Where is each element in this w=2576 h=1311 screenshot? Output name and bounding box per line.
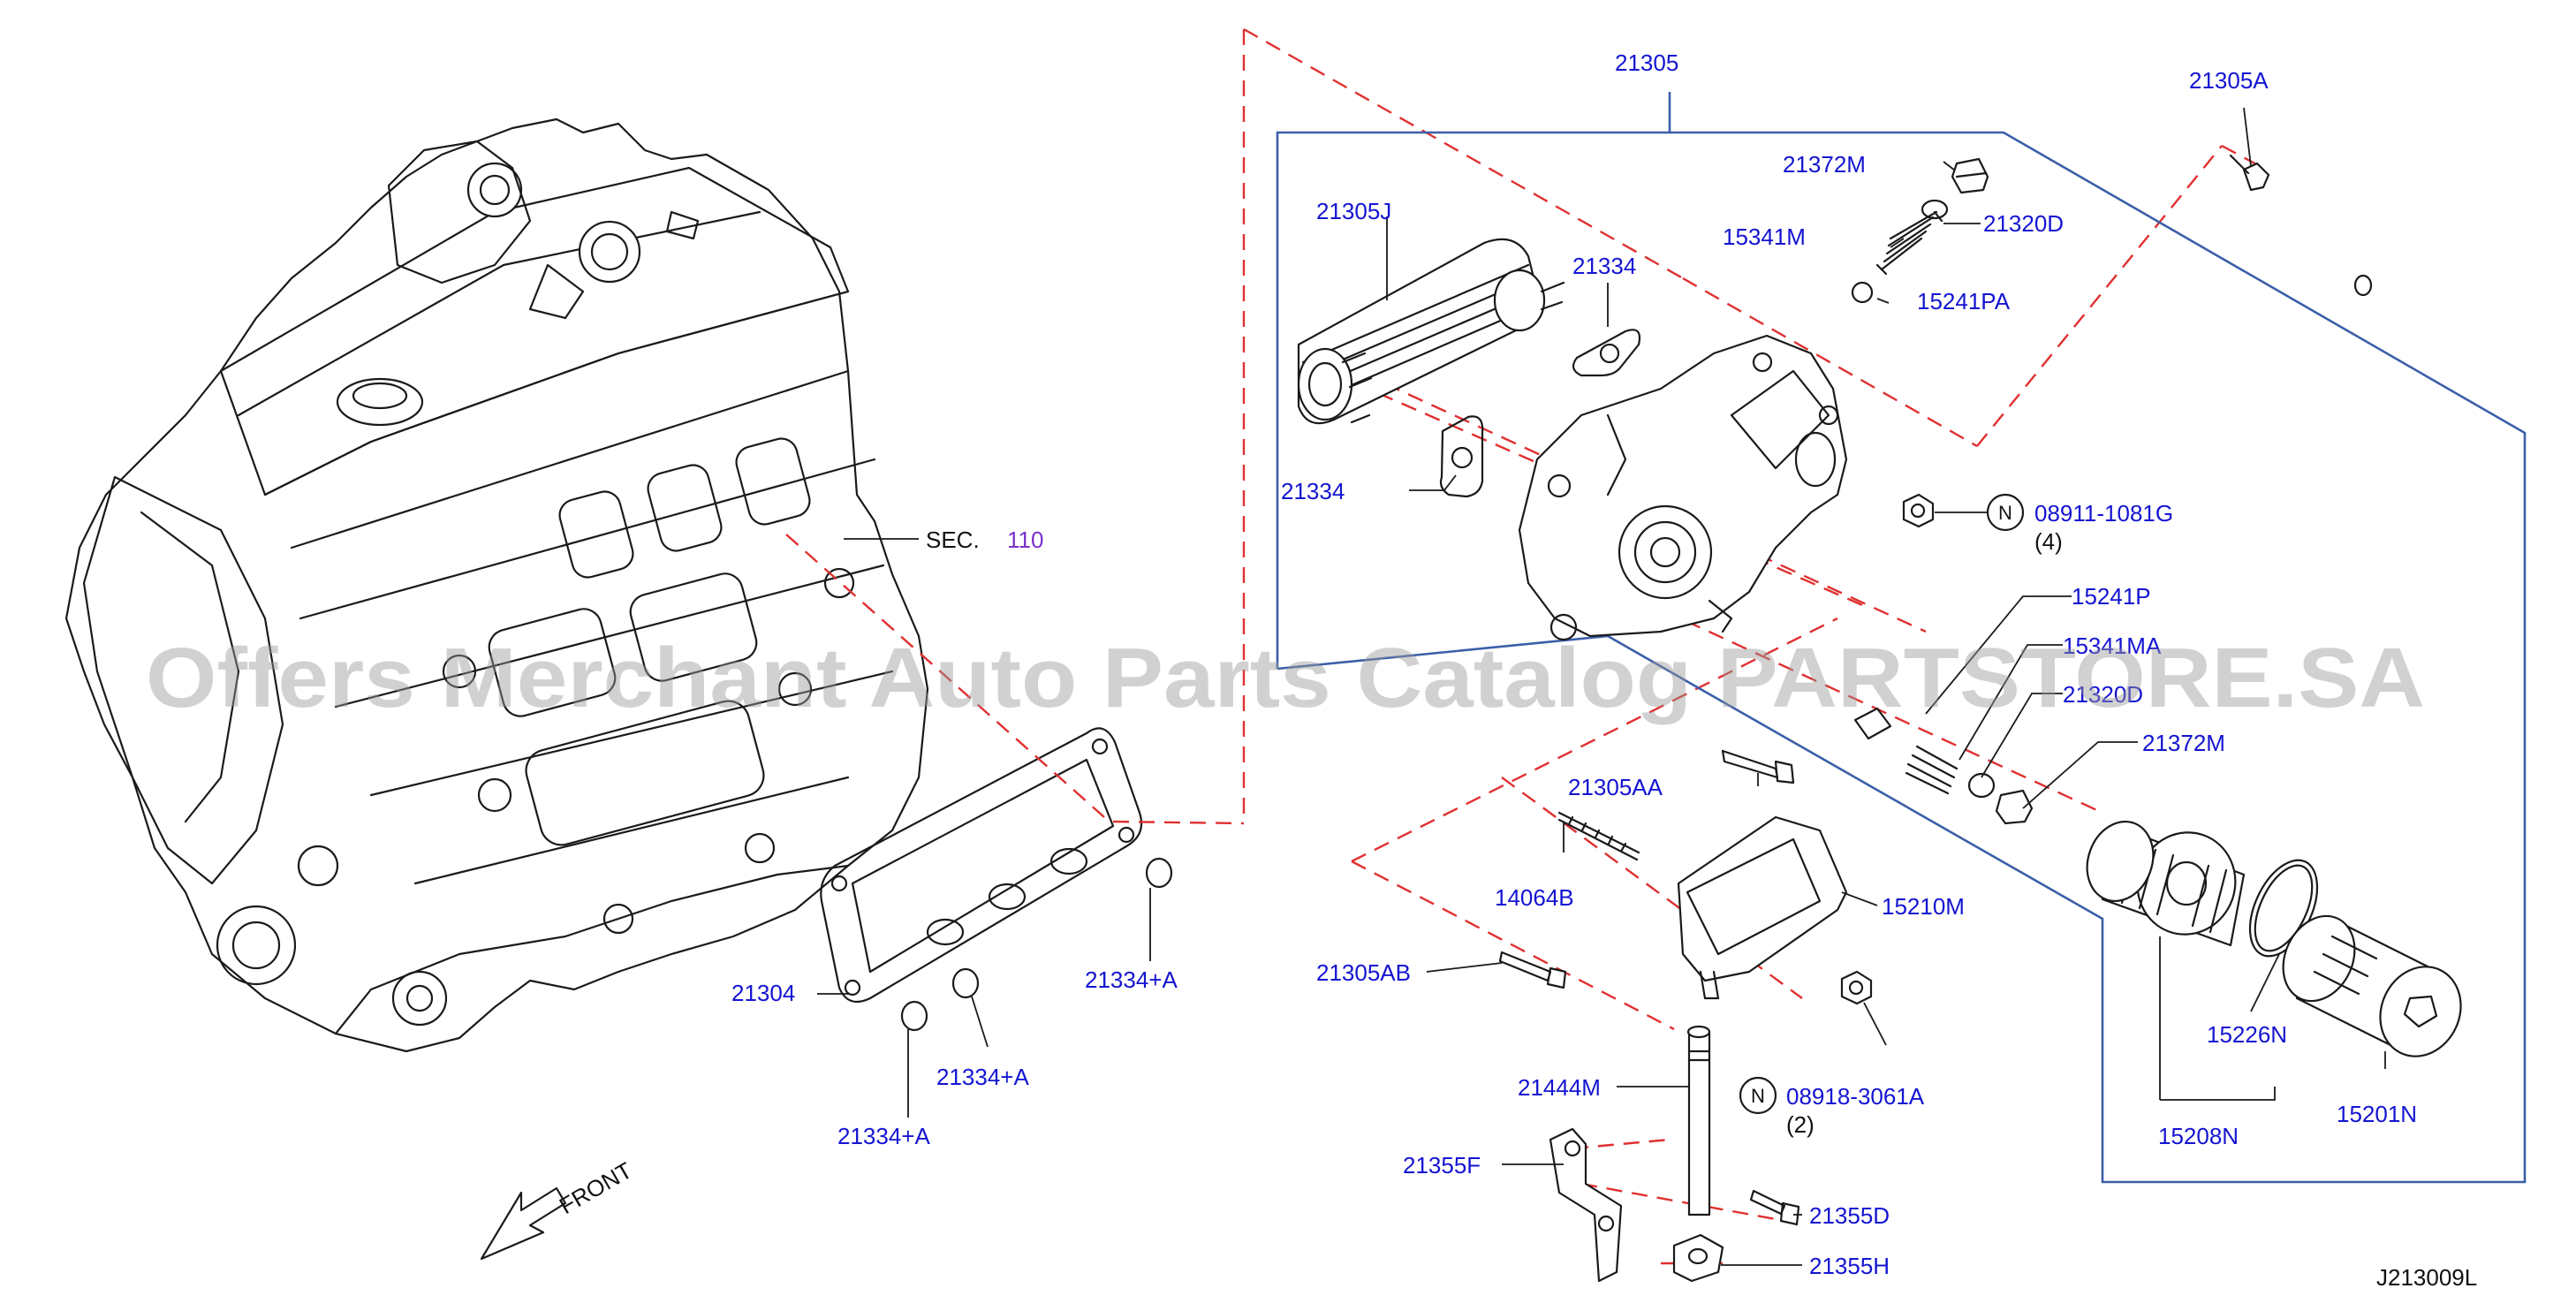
label-08918-qty: (2)	[1786, 1111, 1815, 1138]
front-arrow-icon	[480, 1186, 567, 1261]
nut-08918-hole	[1848, 980, 1864, 996]
baffle-15210m	[1677, 815, 1848, 1000]
label-15341m-top: 15341M	[1723, 224, 1806, 250]
label-15241pa: 15241PA	[1917, 288, 2011, 314]
part-labels: 21305 21305A 21372M 21320D 15341M 15241P…	[555, 49, 2477, 1291]
clamp-21355h-ring	[1687, 1247, 1708, 1265]
section-ref-text: SEC.	[926, 527, 980, 553]
o-ring-21334a-2	[951, 967, 980, 999]
oil-tube-21444m	[1686, 1025, 1711, 1216]
oil-filter-cap-15201n	[2282, 914, 2462, 1057]
engine-assembly-drawing	[64, 117, 929, 1053]
label-21355d: 21355D	[1809, 1202, 1890, 1229]
diagram-code: J213009L	[2376, 1264, 2477, 1291]
bracket-21355f-hole-2	[1597, 1215, 1615, 1232]
nut-08911-hole	[1910, 503, 1926, 519]
gasket-21334-upper-port	[1599, 343, 1620, 364]
gasket-21334-lower-port	[1451, 446, 1474, 469]
label-21334-top: 21334	[1572, 253, 1636, 279]
stud-14064b	[1557, 811, 1640, 861]
nut-symbol-letter-1: N	[1998, 502, 2012, 524]
bolt-21305aa	[1721, 749, 1795, 784]
o-ring-15226n-inner	[2254, 864, 2314, 952]
oil-cooler-gasket-21304	[820, 727, 1143, 1004]
label-21334a-1: 21334+A	[837, 1123, 930, 1149]
oil-filter-housing	[1518, 334, 1848, 641]
label-21372m-top: 21372M	[1783, 151, 1866, 178]
watermark-text: Offers Merchant Auto Parts Catalog PARTS…	[146, 631, 2425, 725]
label-21334a-2: 21334+A	[936, 1064, 1029, 1090]
oil-cooler-21305j	[1297, 238, 1565, 425]
label-21372m-low: 21372M	[2142, 730, 2225, 756]
label-21355f: 21355F	[1403, 1152, 1481, 1178]
label-21305aa: 21305AA	[1568, 774, 1663, 800]
nut-symbol-circle-1	[1986, 493, 2025, 532]
oil-cooler-assembly-bracket	[1276, 92, 2527, 1184]
label-15201n: 15201N	[2337, 1101, 2417, 1127]
label-14064b: 14064B	[1495, 884, 1574, 911]
gasket-21334-upper	[1572, 329, 1641, 377]
bracket-21355f-hole	[1564, 1140, 1581, 1157]
gasket-21334-lower	[1439, 415, 1484, 498]
label-15226n: 15226N	[2207, 1021, 2287, 1048]
label-21305j: 21305J	[1316, 198, 1391, 224]
label-21355h: 21355H	[1809, 1253, 1890, 1279]
o-ring-21334a-1	[900, 1000, 928, 1032]
front-label: FRONT	[555, 1156, 637, 1219]
label-08918-3061a: 08918-3061A	[1786, 1083, 1925, 1110]
label-21334-left: 21334	[1281, 478, 1345, 504]
label-21305ab: 21305AB	[1316, 959, 1411, 986]
label-21305: 21305	[1615, 49, 1678, 76]
label-21320d-low: 21320D	[2063, 681, 2143, 708]
leader-lines	[817, 107, 2386, 1266]
label-21334a-3: 21334+A	[1085, 966, 1178, 993]
bracket-21355f	[1549, 1127, 1623, 1283]
section-ref-number: 110	[1007, 527, 1043, 553]
label-21444m: 21444M	[1518, 1074, 1601, 1101]
label-15208n: 15208N	[2158, 1123, 2239, 1149]
label-08911-1081g: 08911-1081G	[2034, 500, 2173, 527]
bolt-21305ab	[1498, 951, 1567, 989]
bolt-21355d	[1749, 1189, 1800, 1226]
relief-valve-lower-parts	[1853, 707, 2034, 825]
clamp-21355h	[1672, 1233, 1724, 1283]
nut-symbol-circle-2	[1739, 1076, 1777, 1115]
label-15241p: 15241P	[2072, 583, 2151, 610]
relief-valve-upper-parts	[1851, 154, 2373, 304]
label-15341ma: 15341MA	[2063, 633, 2162, 659]
oil-filter-element-15208n	[2086, 820, 2246, 947]
label-21304: 21304	[731, 980, 795, 1006]
nut-symbol-letter-2: N	[1751, 1085, 1765, 1107]
o-ring-21334a-3	[1145, 857, 1173, 889]
nut-08918	[1840, 970, 1873, 1005]
label-08911-qty: (4)	[2034, 528, 2063, 555]
label-21305a: 21305A	[2189, 67, 2269, 94]
label-15210m: 15210M	[1882, 893, 1965, 920]
nut-08911	[1902, 493, 1935, 528]
label-21320d-top: 21320D	[1983, 210, 2064, 237]
